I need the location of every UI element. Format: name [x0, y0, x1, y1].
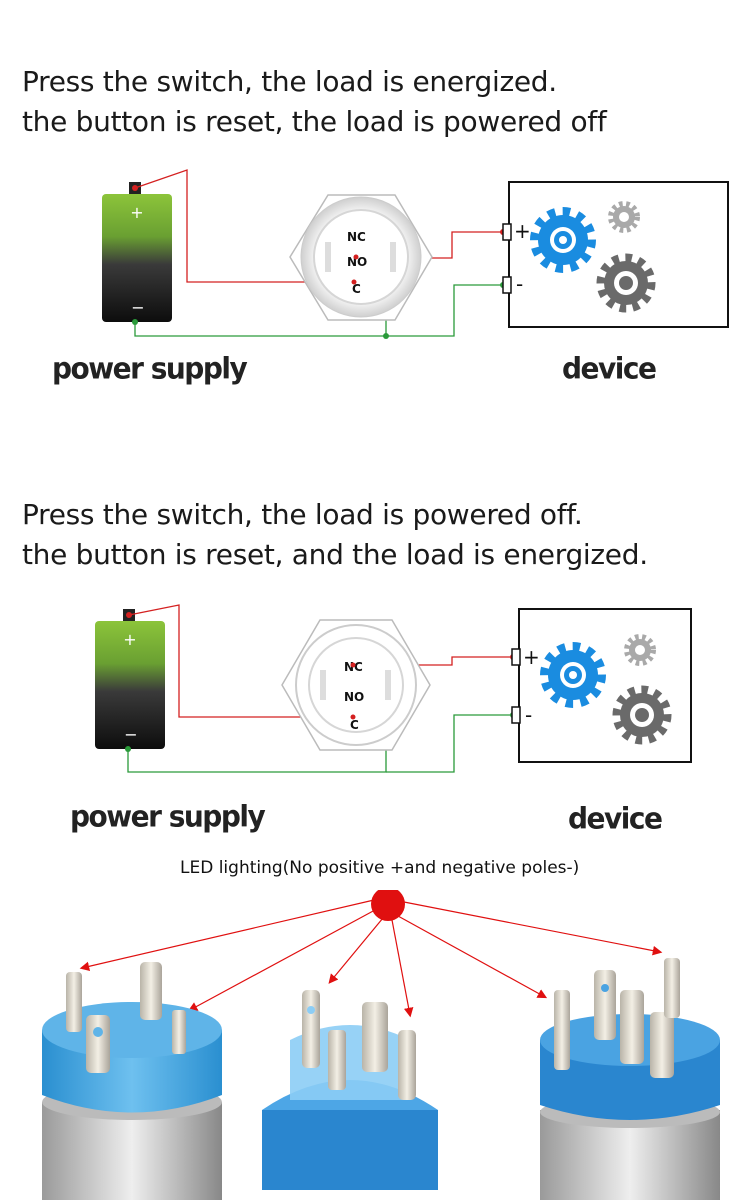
gear-light-icon	[624, 634, 656, 666]
led-button-right	[540, 958, 720, 1200]
led-buttons-illustration	[42, 890, 720, 1200]
power-supply-label-1: power supply	[52, 351, 248, 386]
led-button-middle	[262, 990, 438, 1190]
caption-2-line-2: the button is reset, and the load is ene…	[22, 538, 648, 571]
led-lighting-label: LED lighting(No positive +and negative p…	[180, 858, 580, 878]
label-c: C	[352, 282, 361, 296]
device-label-2: device	[568, 801, 663, 836]
gear-blue-icon	[540, 642, 606, 708]
gear-light-icon	[608, 201, 640, 233]
device-label-1: device	[562, 351, 657, 386]
led-dot-icon	[371, 890, 405, 921]
led-arrows	[79, 899, 663, 1018]
wiring-diagram-2: + − NC NO C + -	[95, 604, 692, 773]
gear-grey-icon	[612, 685, 672, 745]
device-plus: +	[523, 645, 540, 669]
label-c: C	[350, 718, 359, 732]
wiring-diagram-1: + − NC NO C + -	[102, 169, 729, 339]
label-no: NO	[347, 255, 367, 269]
caption-2-line-1: Press the switch, the load is powered of…	[22, 498, 583, 531]
gear-grey-icon	[596, 253, 656, 313]
device-plus: +	[514, 219, 531, 243]
battery-minus: −	[131, 298, 144, 317]
device-minus: -	[525, 703, 532, 727]
battery-2: + −	[95, 609, 165, 749]
device-box-1: + -	[502, 181, 729, 328]
device-box-2: + -	[511, 608, 692, 763]
led-button-left	[42, 962, 222, 1200]
battery-1: + −	[102, 182, 172, 322]
device-minus: -	[516, 272, 523, 296]
switch-2: NC NO C	[281, 619, 431, 751]
battery-plus: +	[123, 630, 136, 649]
battery-minus: −	[124, 725, 137, 744]
power-supply-label-2: power supply	[70, 799, 266, 834]
caption-1-line-2: the button is reset, the load is powered…	[22, 105, 607, 138]
battery-plus: +	[130, 203, 143, 222]
gear-blue-icon	[530, 207, 596, 273]
label-no: NO	[344, 690, 364, 704]
label-nc: NC	[347, 230, 366, 244]
caption-1-line-1: Press the switch, the load is energized.	[22, 65, 557, 98]
switch-1: NC NO C	[289, 194, 433, 321]
